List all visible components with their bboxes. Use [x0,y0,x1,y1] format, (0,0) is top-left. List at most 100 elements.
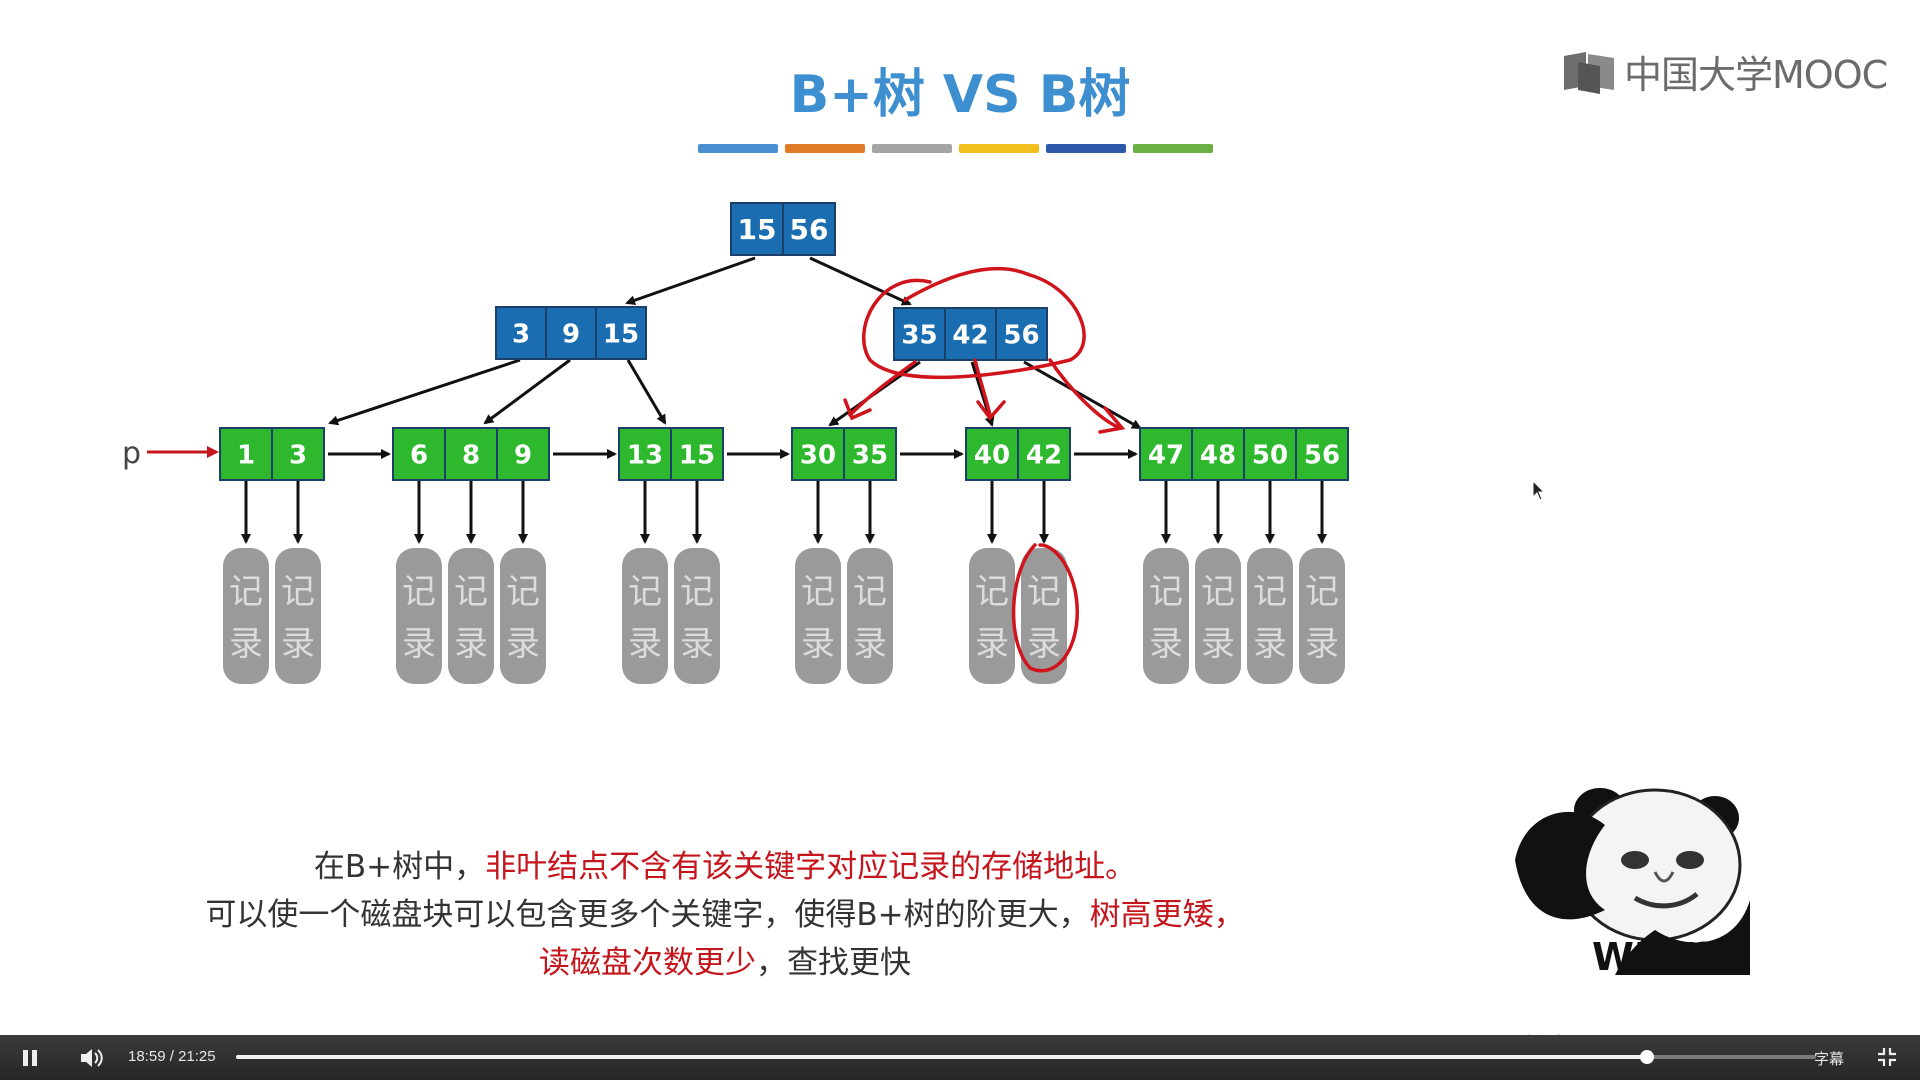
record-capsule [1143,548,1189,684]
record-capsule [969,548,1015,684]
handwritten-annotations [843,266,1126,673]
record-capsule [1195,548,1241,684]
record-capsule [500,548,546,684]
color-bar-segment [698,144,778,153]
color-bar-segment [785,144,865,153]
subtitle-button[interactable]: 字幕 [1814,1051,1845,1068]
root-node-key: 56 [790,213,829,246]
mouse-cursor-icon [1532,480,1546,501]
record-label: 记 [454,572,488,612]
record-label: 记 [1149,572,1183,612]
leaf-node-key: 48 [1200,440,1236,470]
video-controls-bar: 18:59 / 21:25 字幕 [0,1035,1920,1080]
record-label: 录 [1253,624,1287,664]
leaf-node-key: 40 [974,440,1010,470]
pause-icon[interactable] [18,1046,42,1070]
record-label: 录 [1201,624,1235,664]
meme-caption: WHY? [1592,935,1716,979]
root-node-cell [782,202,836,256]
internal-node-key: 9 [562,319,580,349]
record-label: 录 [506,624,540,664]
leaf-node-cell [1295,427,1349,481]
exit-fullscreen-icon[interactable] [1876,1046,1898,1068]
record-label: 记 [281,572,315,612]
record-capsule [1021,548,1067,684]
leaf-node-key: 50 [1252,440,1288,470]
tree-edge [1023,360,1142,430]
record-label: 录 [975,624,1009,664]
record-capsule [275,548,321,684]
leaf-node-cell [444,427,498,481]
leaf-node-cell [1017,427,1071,481]
record-capsule [622,548,668,684]
caption-line-1-highlight: 非叶结点不含有该关键字对应记录的存储地址。 [485,849,1137,885]
leaf-node-key: 56 [1304,440,1340,470]
leaf-node-cell [1191,427,1245,481]
record-block: 记录 [275,548,321,684]
progress-scrubber-handle[interactable] [1640,1050,1655,1064]
record-label: 录 [1149,624,1183,664]
color-bar-segment [872,144,952,153]
internal-node-cell [545,306,597,360]
root-node-cell [730,202,784,256]
record-block: 记录 [1021,548,1067,684]
internal-node-cell [995,307,1048,361]
leaf-node-cell [1139,427,1193,481]
record-label: 记 [402,572,436,612]
record-label: 记 [801,572,835,612]
record-label: 记 [628,572,662,612]
caption-line-2-text: 可以使一个磁盘块可以包含更多个关键字，使得B+树的阶更大， [205,897,1090,933]
internal-node-key: 3 [512,319,530,349]
record-label: 录 [454,624,488,664]
leaf-node-key: 15 [679,440,715,470]
leaf-node-cell [392,427,446,481]
record-label: 录 [229,624,263,664]
tree-edge [625,256,756,306]
internal-node-cell [944,307,997,361]
internal-node-key: 56 [1003,320,1039,350]
record-label: 录 [628,624,662,664]
record-label: 记 [853,572,887,612]
caption-line-3-text: ，查找更快 [756,945,911,981]
record-capsule [223,548,269,684]
leaf-pointer-label: p [122,436,141,471]
record-block: 记录 [1143,548,1189,684]
record-label: 录 [801,624,835,664]
record-block: 记录 [622,548,668,684]
record-label: 记 [1305,572,1339,612]
record-label: 录 [853,624,887,664]
record-label: 录 [281,624,315,664]
color-bar-segment [1133,144,1213,153]
record-label: 记 [1027,572,1061,612]
record-block: 记录 [448,548,494,684]
mooc-logo-icon [1564,51,1614,94]
record-label: 记 [975,572,1009,612]
record-capsule [847,548,893,684]
record-capsule [1247,548,1293,684]
caption-line-1: 在B+树中，非叶结点不含有该关键字对应记录的存储地址。 [150,843,1300,891]
record-label: 记 [229,572,263,612]
record-block: 记录 [969,548,1015,684]
volume-icon[interactable] [78,1045,104,1071]
internal-node-key: 42 [952,320,988,350]
record-label: 录 [1027,624,1061,664]
playback-time: 18:59 / 21:25 [128,1048,216,1065]
title-color-bar [698,144,1213,153]
leaf-node-key: 35 [852,440,888,470]
record-block: 记录 [795,548,841,684]
current-time: 18:59 [128,1048,166,1065]
leaf-node-key: 6 [410,440,428,470]
progress-bar[interactable] [236,1050,1816,1064]
record-block: 记录 [223,548,269,684]
caption-line-3-highlight: 读磁盘次数更少 [539,945,756,981]
tree-edge [626,359,667,425]
caption-line-1-text: 在B+树中， [313,849,486,885]
tree-edge [483,358,571,425]
leaf-node-cell [670,427,724,481]
